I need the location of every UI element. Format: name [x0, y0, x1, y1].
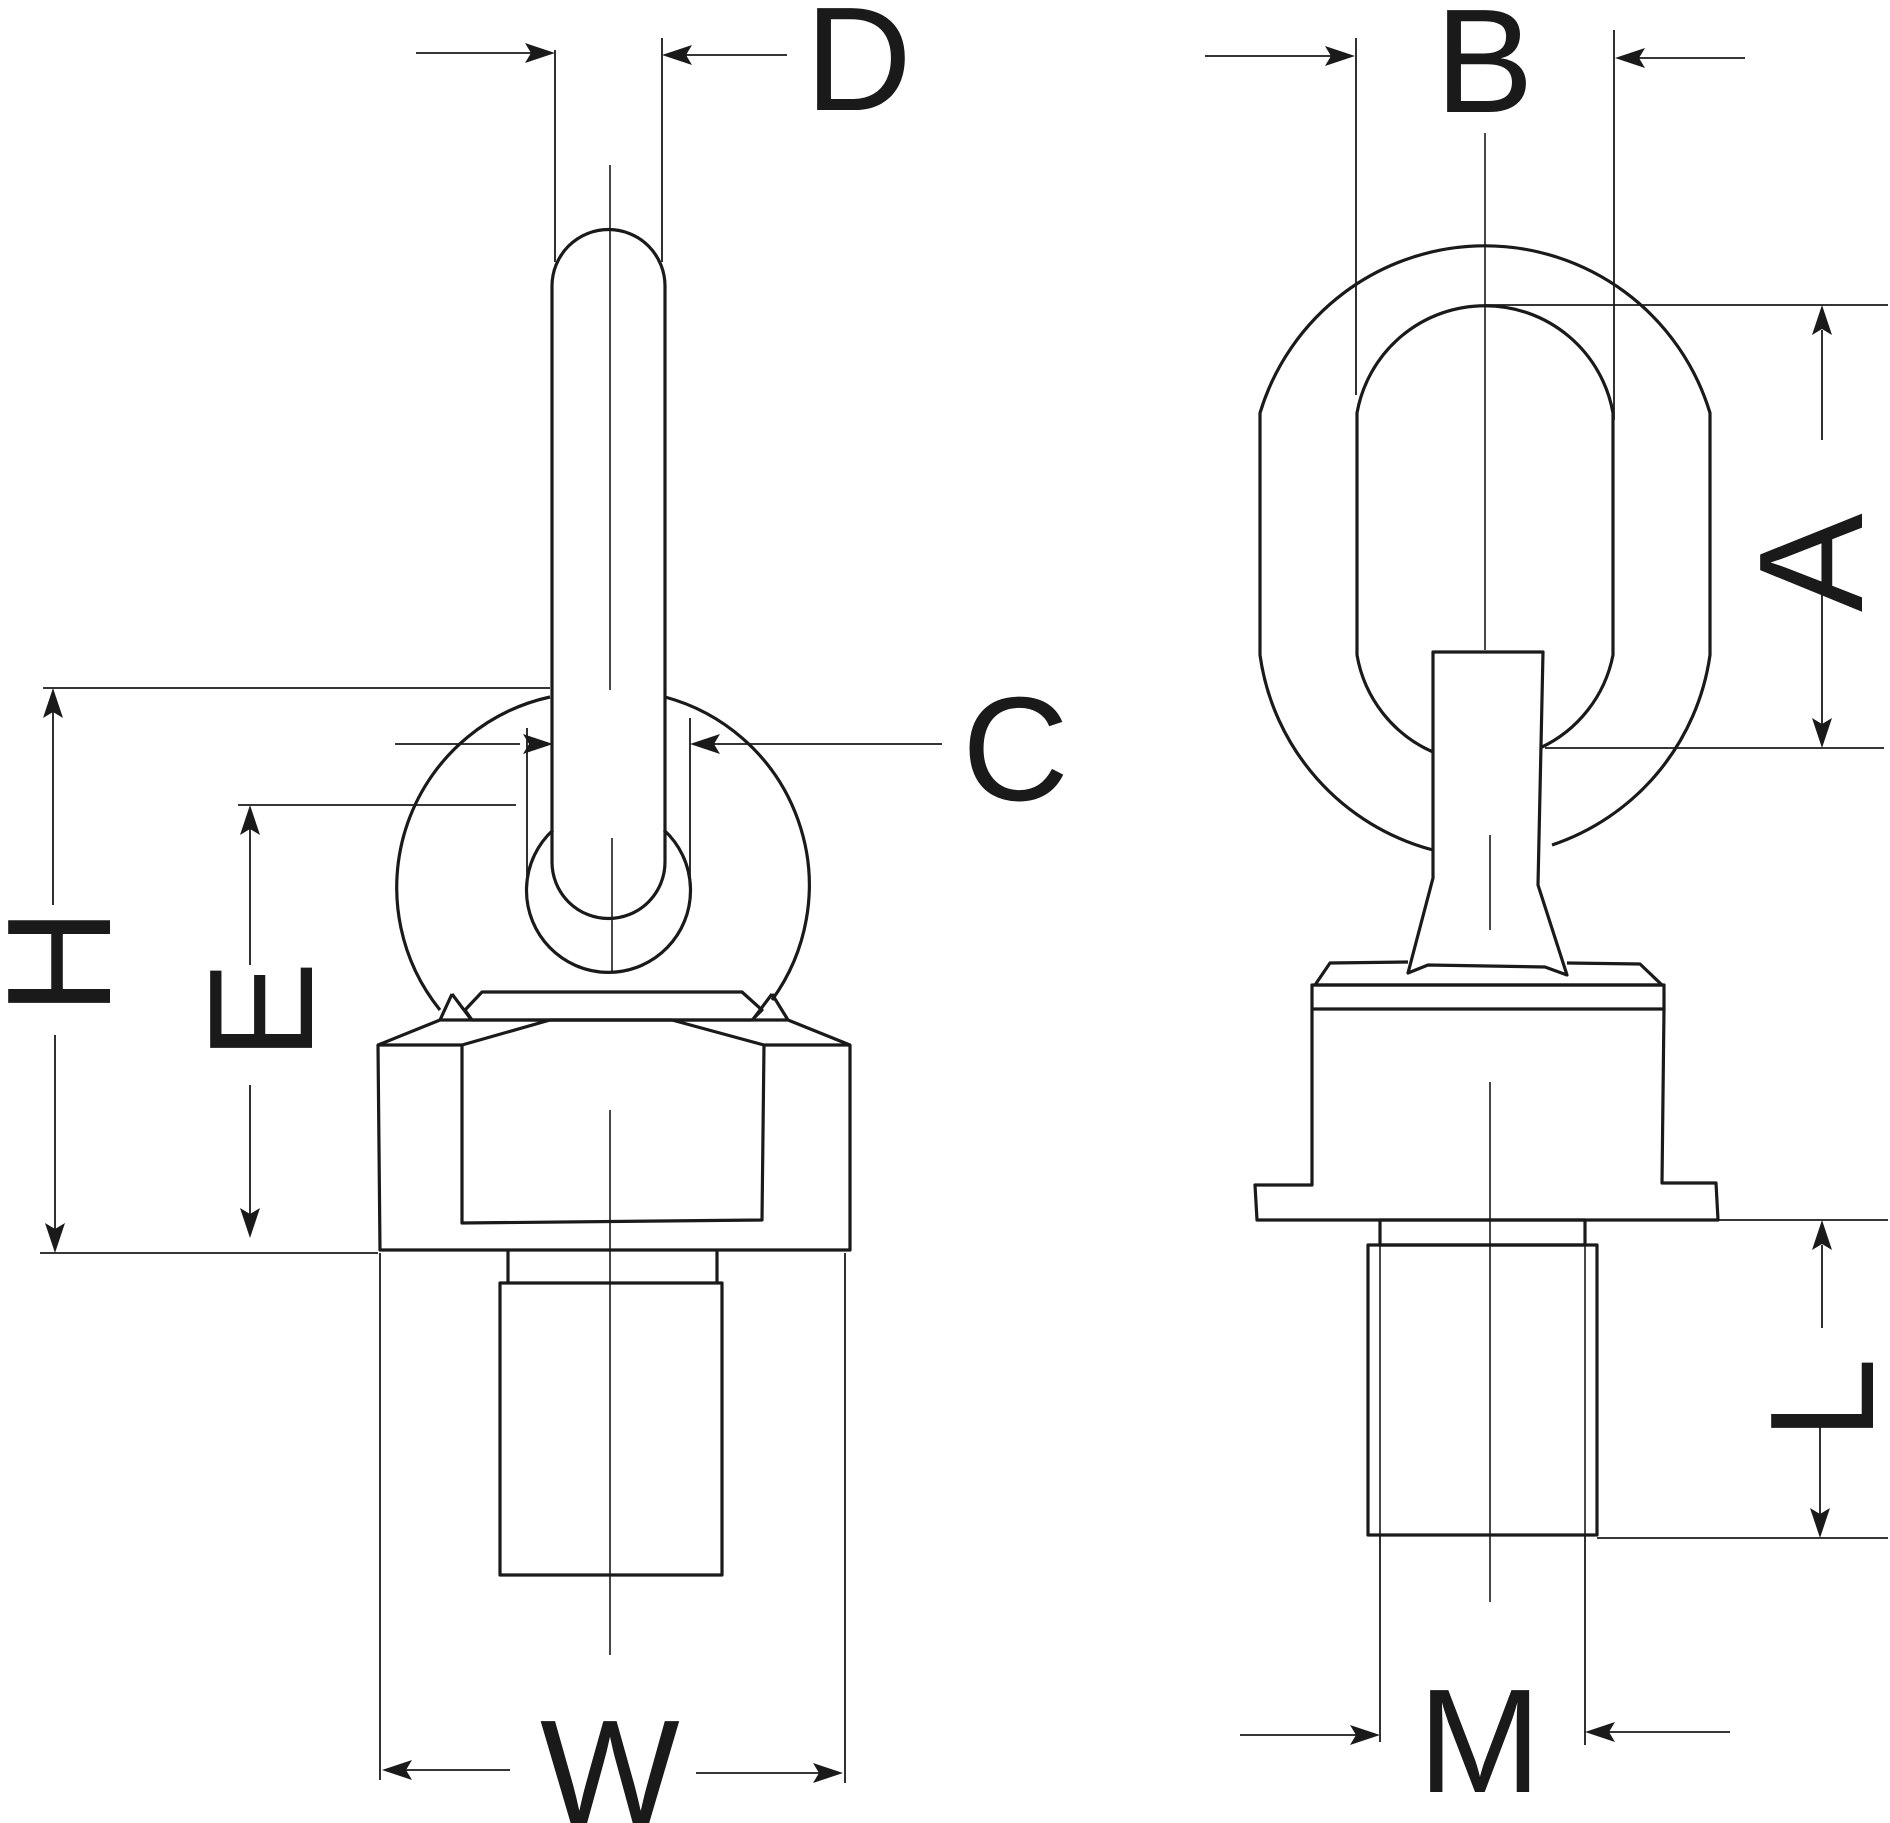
dimension-w: W — [379, 1253, 846, 1823]
label-a: A — [1729, 513, 1890, 612]
label-d: D — [805, 0, 912, 142]
eye-bar — [550, 227, 667, 921]
dimension-b: B — [1205, 0, 1745, 420]
label-w: W — [540, 1690, 680, 1823]
dimension-l: L — [1597, 1219, 1890, 1539]
outer-ring — [1258, 244, 1712, 852]
label-b: B — [1435, 0, 1534, 144]
label-h: H — [0, 908, 142, 1015]
ring-shank — [1406, 650, 1569, 977]
bolt-neck — [506, 1250, 719, 1283]
label-l: L — [1740, 1358, 1890, 1440]
cap-side-right — [752, 993, 790, 1021]
bolt-shank — [498, 1281, 724, 1577]
inner-ring-opening — [1355, 304, 1615, 754]
dimension-d: D — [416, 0, 912, 262]
label-m: M — [1418, 1659, 1541, 1823]
dimension-c: C — [395, 667, 1069, 882]
thread-neck — [1378, 1218, 1587, 1247]
front-view: B A L M — [1205, 0, 1890, 1823]
hex-face — [460, 1018, 766, 1225]
label-c: C — [962, 667, 1069, 832]
swivel-cap — [463, 990, 764, 1022]
dimension-h: H — [0, 687, 550, 1254]
thread-shank — [1366, 1243, 1599, 1537]
swivel-ring — [395, 695, 811, 1012]
collar-band — [1310, 983, 1666, 1011]
dimension-a: A — [1485, 304, 1890, 749]
dimension-e: E — [179, 804, 516, 1238]
cap-side-left — [438, 993, 472, 1021]
swivel-body — [1253, 1008, 1720, 1222]
inner-ring — [524, 828, 693, 974]
side-view: D C H E — [0, 0, 1069, 1823]
hex-body — [376, 1018, 852, 1252]
label-e: E — [179, 961, 344, 1060]
dimension-m: M — [1240, 1535, 1730, 1823]
